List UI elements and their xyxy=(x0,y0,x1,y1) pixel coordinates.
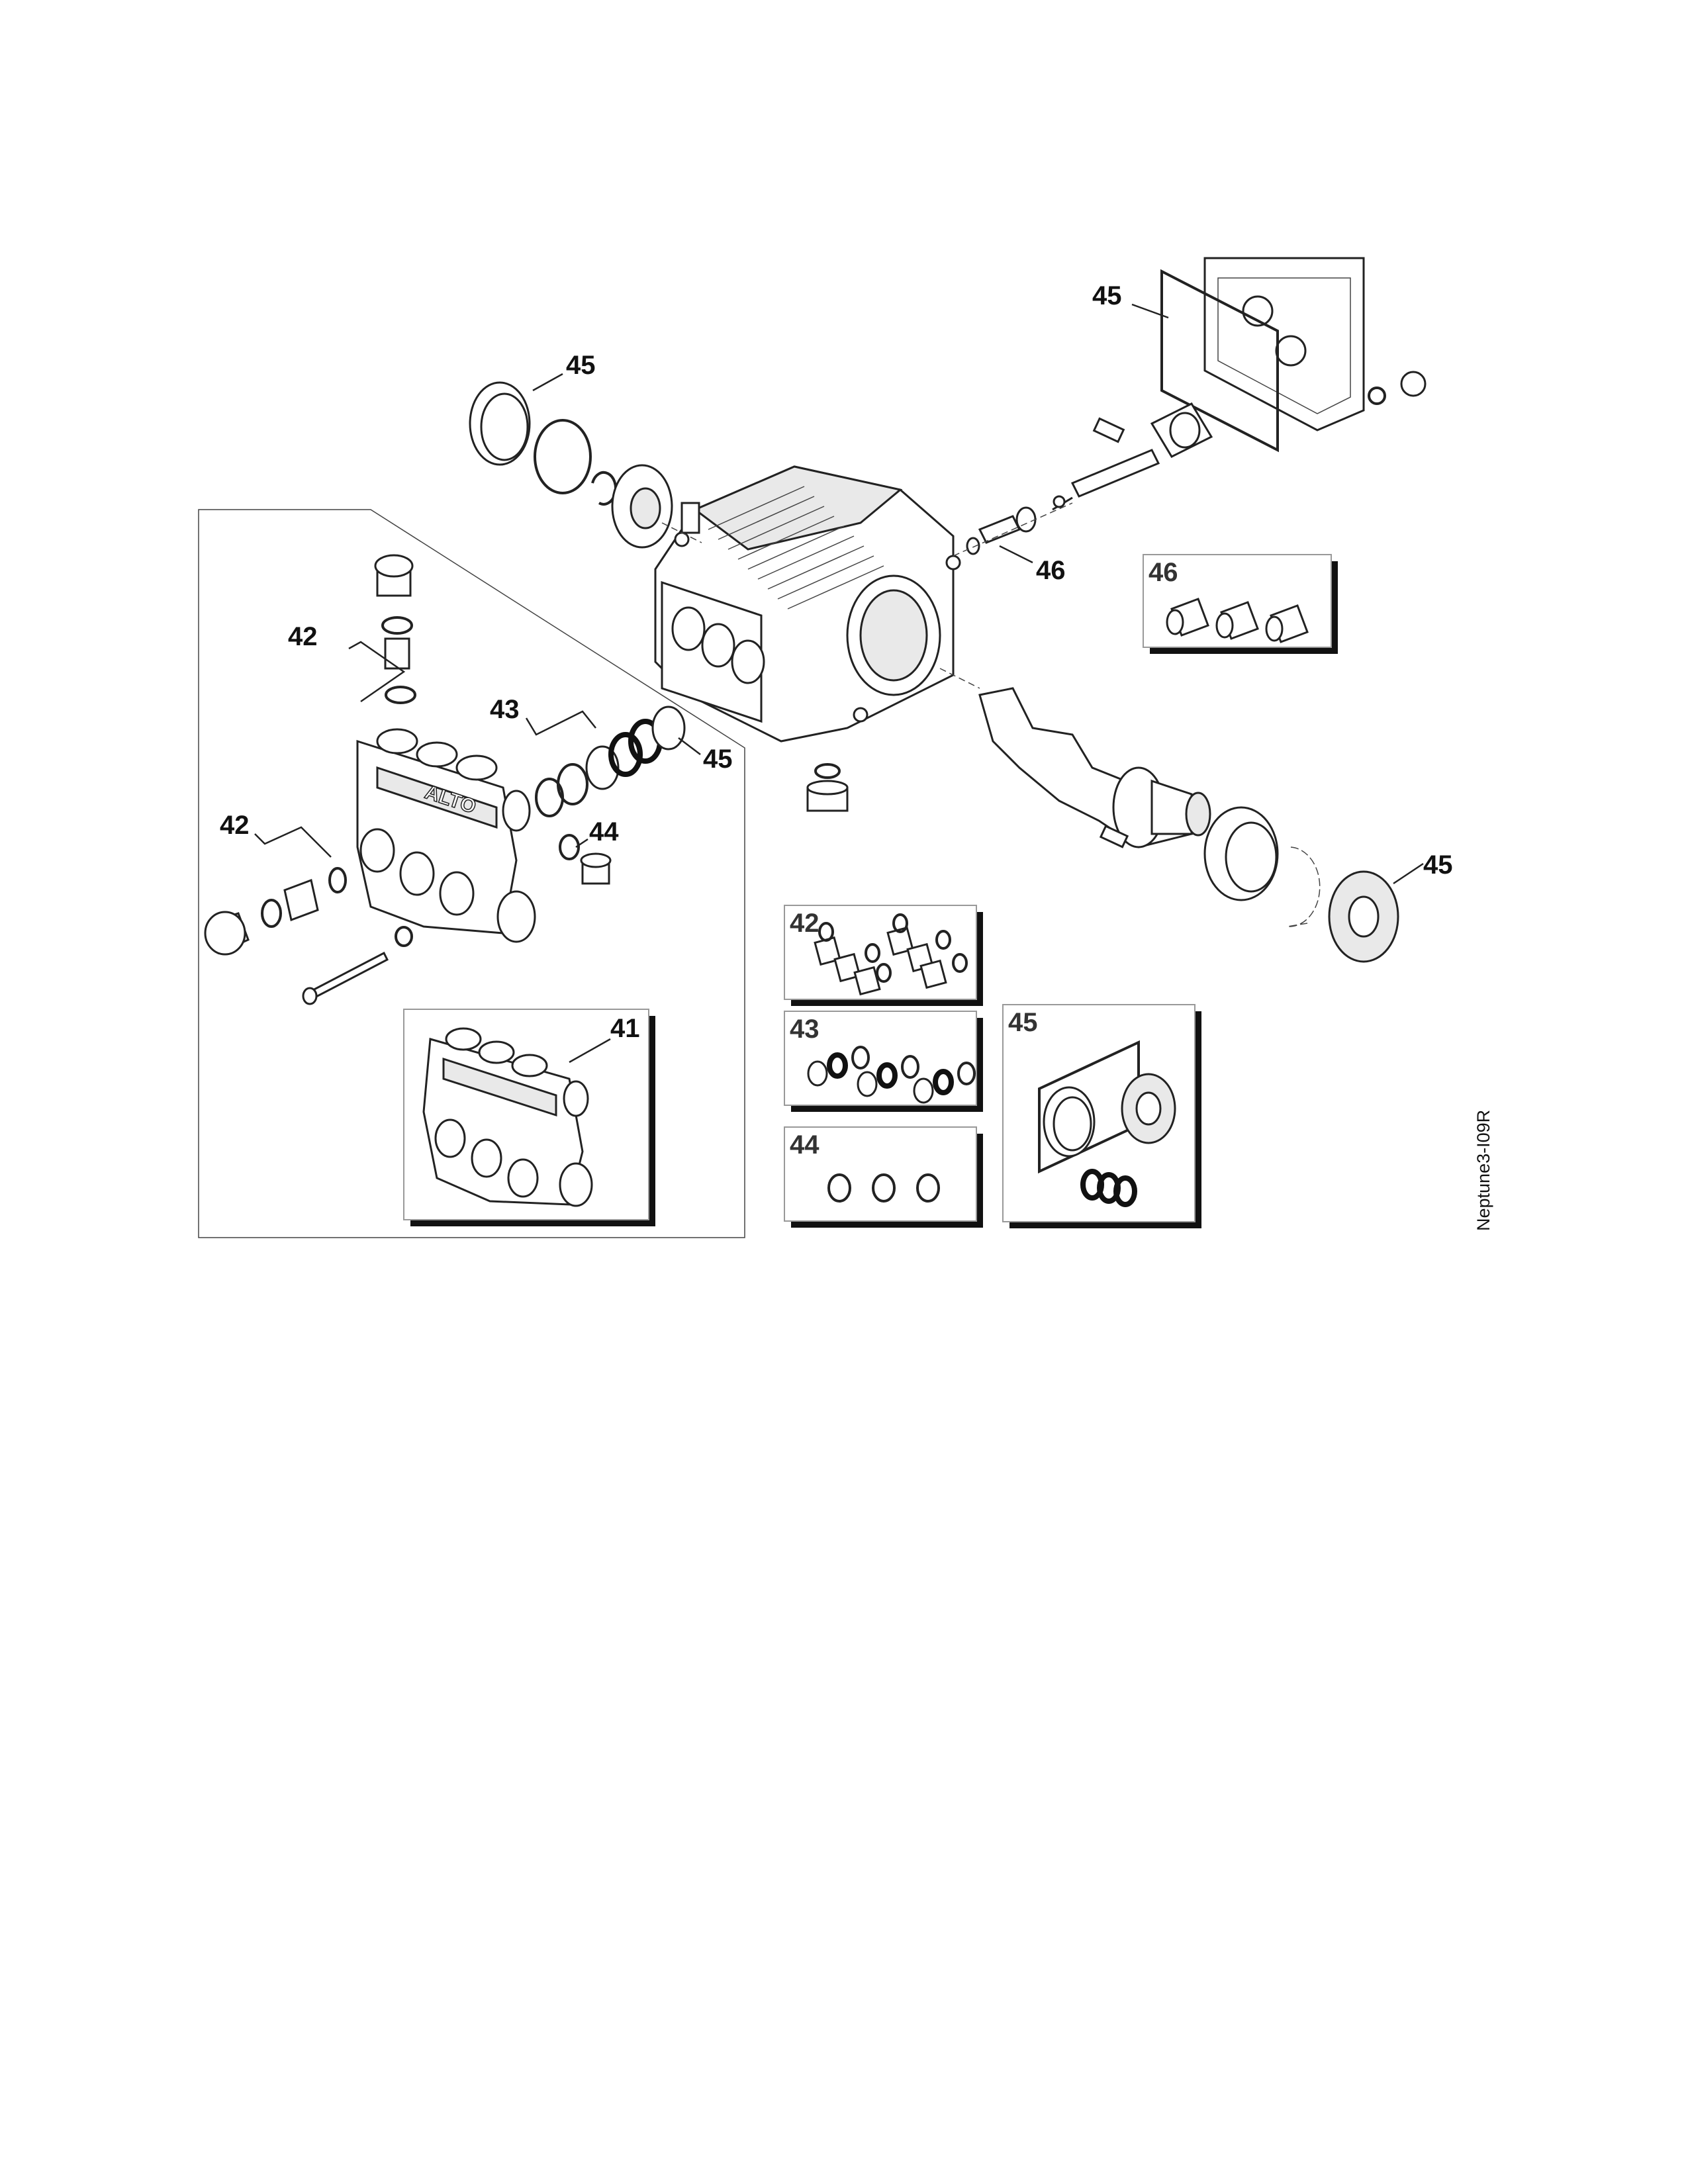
kit-46-label: 46 xyxy=(1149,558,1178,587)
lower-valve-group xyxy=(204,867,347,956)
upper-valve-group xyxy=(374,554,416,704)
crankshaft xyxy=(939,668,1211,848)
connecting-rod-assembly xyxy=(953,402,1213,557)
kit-44-box xyxy=(784,1126,983,1228)
callout-42-upper: 42 xyxy=(288,622,318,651)
kit-42-box xyxy=(784,905,983,1006)
kit-46-box xyxy=(1143,554,1338,654)
crankcase-housing xyxy=(654,465,961,743)
kit-42-label: 42 xyxy=(790,909,820,938)
kit-41-box xyxy=(403,1009,655,1226)
rear-bearing-group xyxy=(469,381,702,549)
pump-head-manifold: ALTO xyxy=(356,728,612,943)
callout-42-lower: 42 xyxy=(220,811,250,840)
callout-45-top-left: 45 xyxy=(566,351,596,380)
leader-lines xyxy=(254,303,1424,1064)
kit-43-box xyxy=(784,1011,983,1112)
head-bolt xyxy=(302,926,413,1005)
kit-45-box xyxy=(1002,1004,1201,1228)
crankcase-cover xyxy=(1160,257,1427,453)
callout-45-top-right: 45 xyxy=(1092,281,1122,310)
callout-45-mid: 45 xyxy=(703,745,733,774)
front-bearing-group xyxy=(1203,806,1399,963)
callout-43: 43 xyxy=(490,695,520,724)
kit-43-label: 43 xyxy=(790,1015,820,1044)
kit-44-label: 44 xyxy=(790,1130,820,1160)
kit-45-label: 45 xyxy=(1008,1008,1038,1037)
callout-45-lower-right: 45 xyxy=(1423,850,1453,880)
drawing-code: Neptune3-I09R xyxy=(1474,1110,1493,1231)
callout-46: 46 xyxy=(1036,556,1066,585)
packing-seal-stack xyxy=(535,705,686,817)
callout-41: 41 xyxy=(610,1014,640,1043)
pump-head-region xyxy=(198,509,745,1238)
drain-plug xyxy=(806,763,849,812)
callout-44: 44 xyxy=(589,817,619,846)
